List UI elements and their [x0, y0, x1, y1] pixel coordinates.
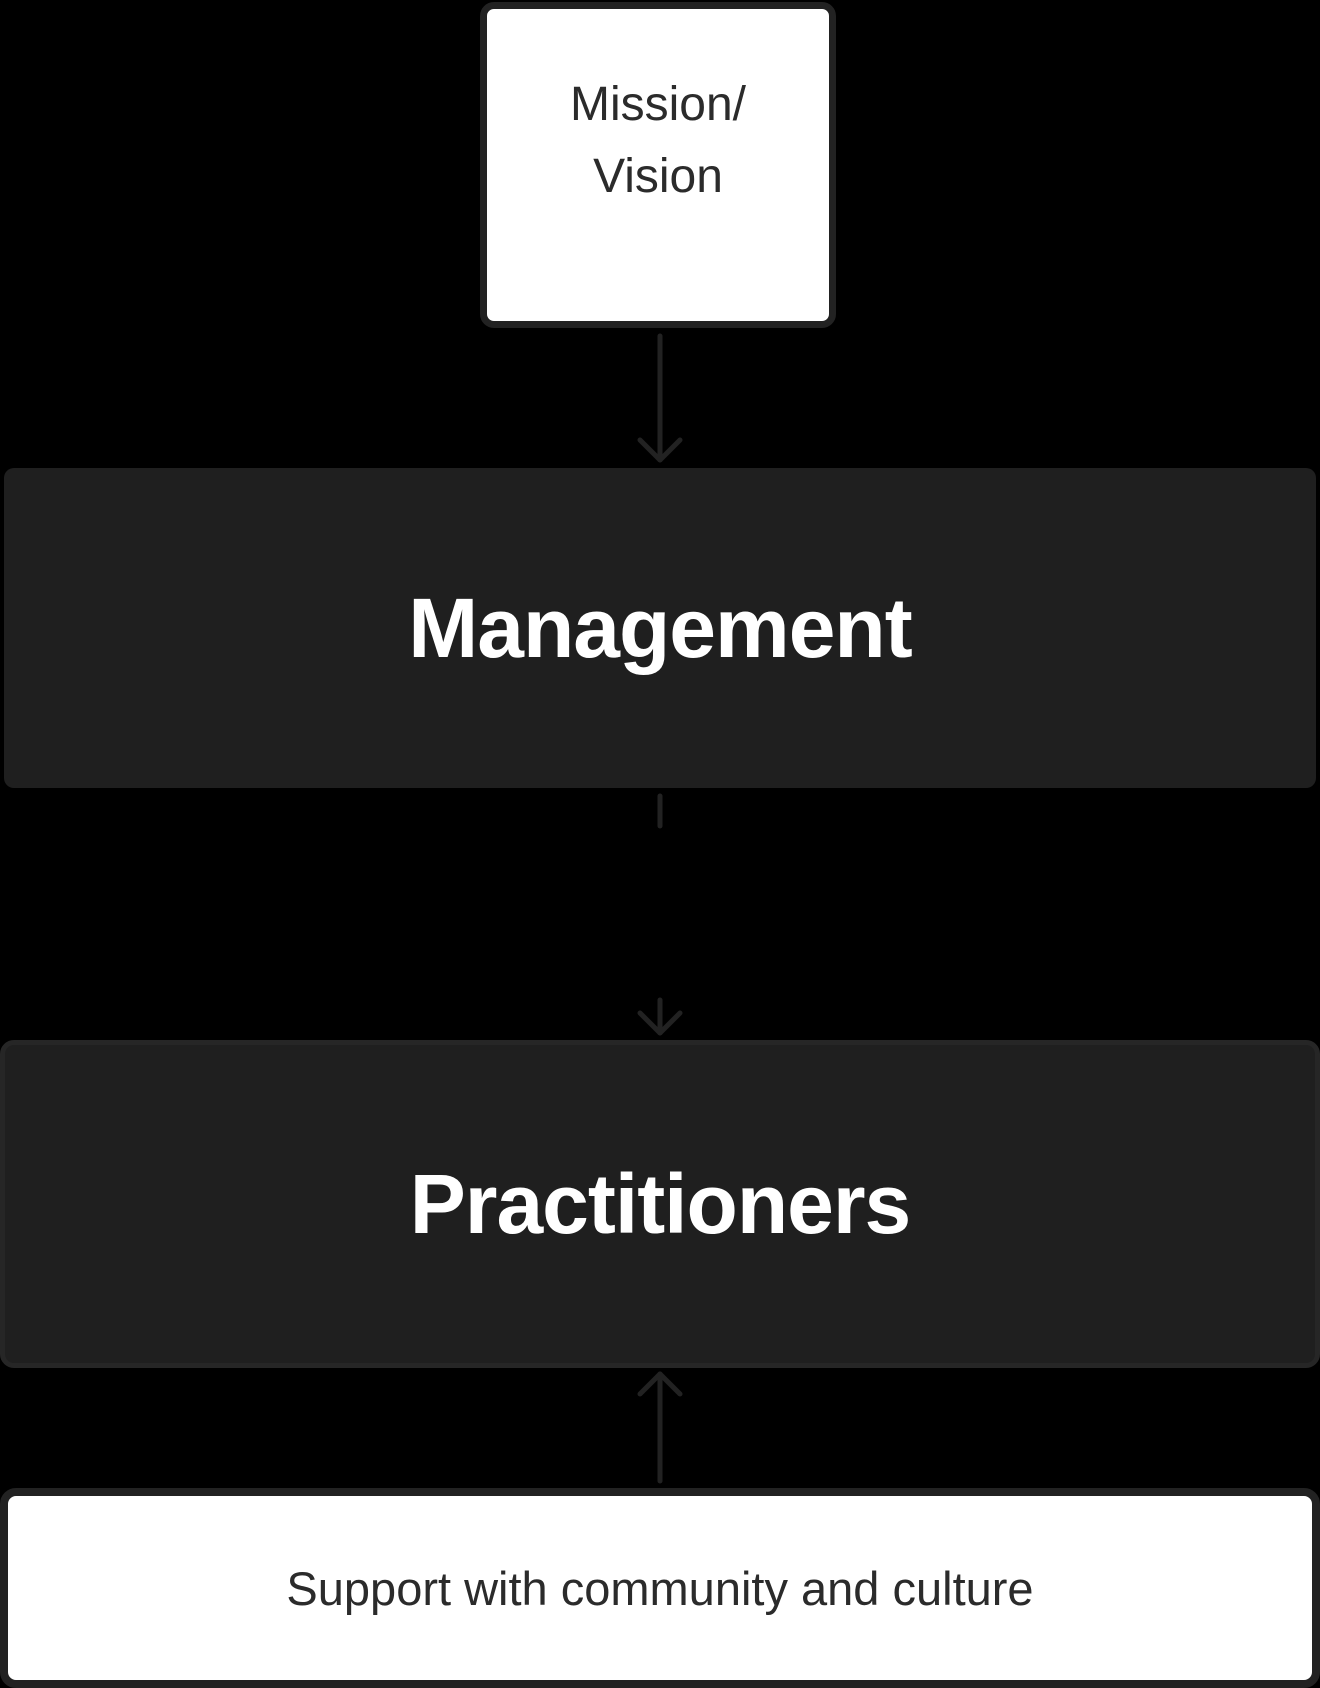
arrow-down-icon	[637, 1010, 683, 1036]
arrow-mission-to-management	[637, 333, 683, 463]
mission-vision-node: Mission/ Vision	[480, 2, 836, 328]
mission-label-line1: Mission/	[569, 78, 747, 131]
arrow-down-icon	[637, 437, 683, 463]
mission-label-line2: Vision	[593, 150, 723, 203]
arrow-management-to-practitioners	[637, 793, 683, 1036]
mission-vision-label: Mission/ Vision	[558, 69, 758, 213]
arrow-support-to-practitioners	[637, 1371, 683, 1484]
practitioners-node: Practitioners	[0, 1040, 1320, 1368]
management-label: Management	[408, 580, 912, 675]
management-node: Management	[4, 468, 1316, 788]
support-node: Support with community and culture	[0, 1488, 1320, 1688]
practitioners-label: Practitioners	[409, 1156, 912, 1251]
support-label: Support with community and culture	[286, 1561, 1034, 1615]
arrow-up-icon	[637, 1371, 683, 1397]
